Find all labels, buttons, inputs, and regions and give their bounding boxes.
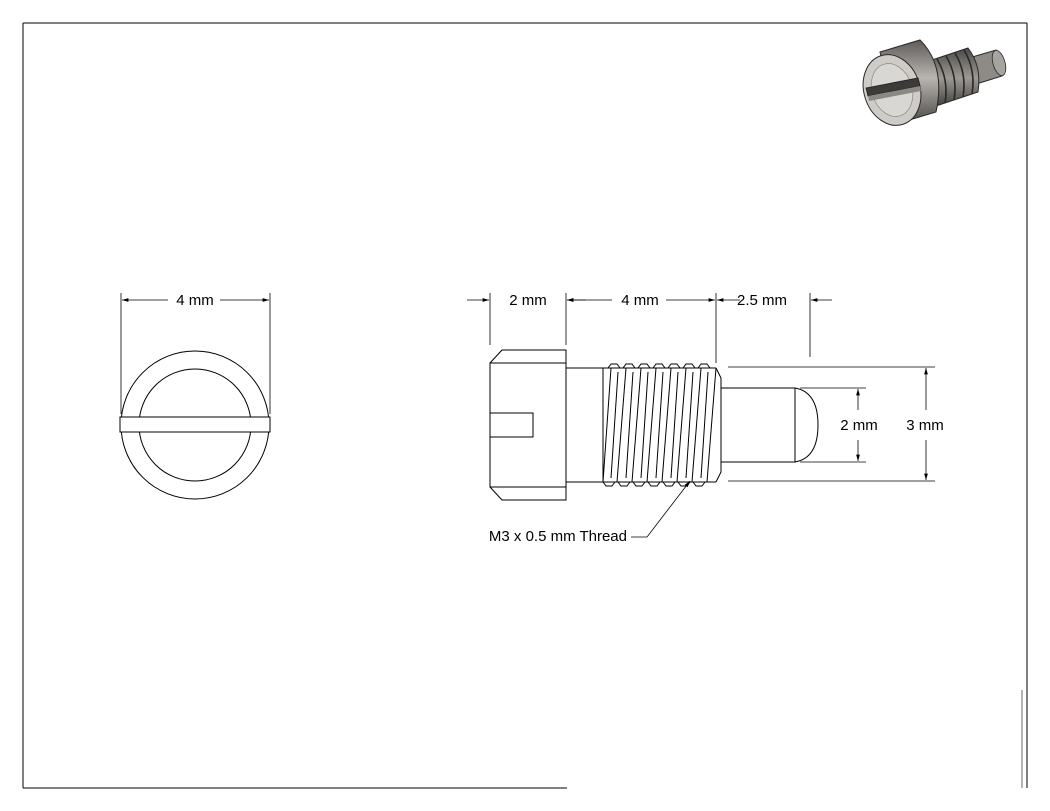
screw-side-outline <box>489 349 819 501</box>
front-width-dimension: 4 mm <box>120 292 271 414</box>
tip-length-label: 2.5 mm <box>737 292 787 309</box>
sheet-border <box>22 22 1028 789</box>
thread-diameter-label: 3 mm <box>906 417 944 434</box>
screw-head-front <box>119 350 271 500</box>
thread-callout-label: M3 x 0.5 mm Thread <box>489 528 627 545</box>
thread-callout: M3 x 0.5 mm Thread <box>489 480 691 545</box>
screw-3d-render <box>862 39 1007 126</box>
head-length-label: 2 mm <box>509 292 547 309</box>
front-view: 4 mm <box>119 292 271 500</box>
side-diameter-dimensions: 2 mm 3 mm <box>728 366 944 482</box>
front-width-label: 4 mm <box>176 292 214 309</box>
thread-length-label: 4 mm <box>621 292 659 309</box>
thread-lines <box>602 363 717 487</box>
side-length-dimensions: 2 mm 4 mm 2.5 mm <box>467 292 832 363</box>
tip-diameter-label: 2 mm <box>840 417 878 434</box>
side-view: 2 mm 4 mm 2.5 mm 2 mm 3 mm M3 x 0.5 mm T… <box>467 292 944 545</box>
